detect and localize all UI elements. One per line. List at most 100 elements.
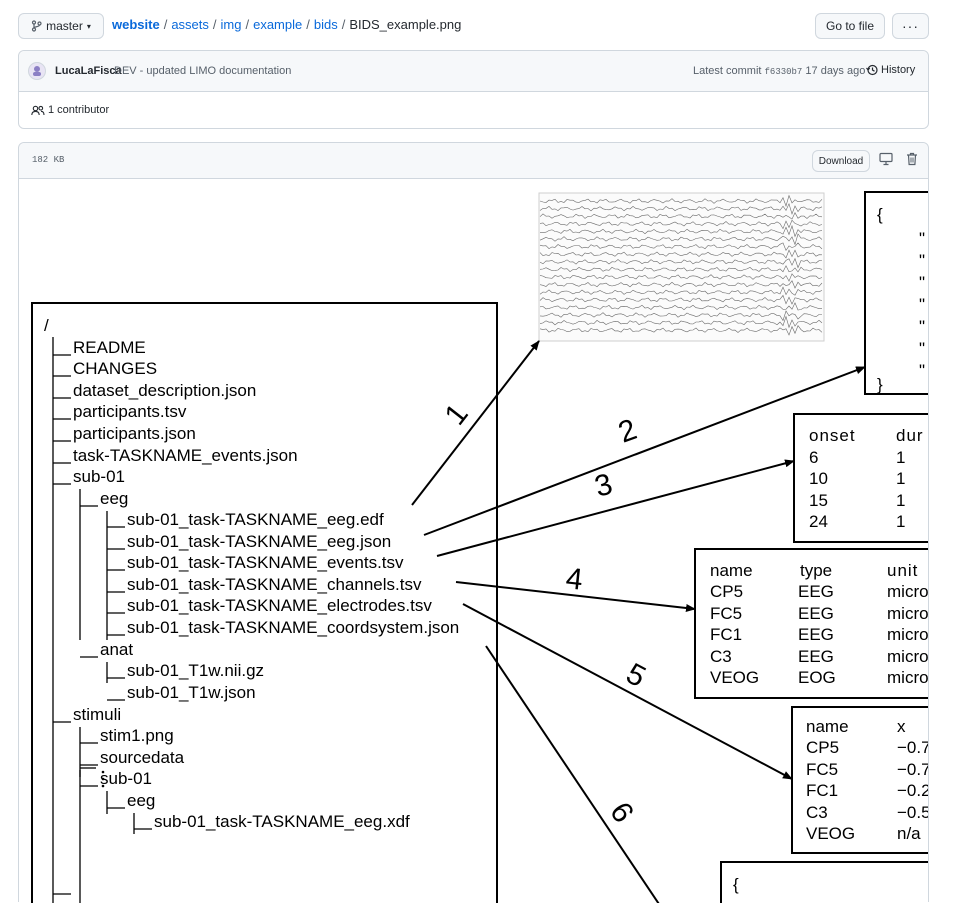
latest-commit-info: Latest commit f6330b7 17 days ago	[693, 65, 865, 77]
channels-cell: CP5	[710, 582, 743, 601]
more-options-button[interactable]: ···	[892, 13, 929, 39]
file-size: 182 KB	[32, 155, 64, 165]
breadcrumb-img-link[interactable]: img	[221, 17, 242, 32]
history-icon	[866, 64, 878, 76]
tree-item-task-events-json: task-TASKNAME_events.json	[73, 446, 298, 465]
electrodes-cell: n/a	[897, 824, 921, 843]
latest-commit-label: Latest commit	[693, 65, 761, 77]
electrodes-cell: VEOG	[806, 824, 855, 843]
events-cell: 1	[896, 512, 905, 531]
breadcrumb-root-link[interactable]: website	[112, 17, 160, 32]
breadcrumb-assets-link[interactable]: assets	[171, 17, 209, 32]
arrow-label-2: 2	[614, 413, 641, 450]
events-cell: 15	[809, 491, 828, 510]
channels-header-name: name	[710, 561, 753, 580]
arrow-label-1: 1	[439, 398, 475, 431]
json-keys: """""""	[919, 229, 925, 380]
breadcrumb-current-file: BIDS_example.png	[349, 17, 461, 32]
channels-cell: FC5	[710, 604, 742, 623]
electrodes-header-x: x	[897, 717, 906, 736]
ellipsis-dot	[102, 771, 105, 774]
download-button[interactable]: Download	[812, 150, 870, 172]
tree-item-electrodes-tsv: sub-01_task-TASKNAME_electrodes.tsv	[127, 596, 432, 615]
json-key-quote: "	[919, 361, 925, 380]
channels-cell: micro	[887, 604, 928, 623]
coordsystem-json-box	[721, 862, 928, 903]
breadcrumb-separator: /	[342, 17, 346, 32]
commit-age: 17 days ago	[805, 65, 865, 77]
tree-item-channels-tsv: sub-01_task-TASKNAME_channels.tsv	[127, 575, 422, 594]
commit-message[interactable]: DEV - updated LIMO documentation	[114, 65, 291, 77]
json-key-quote: "	[919, 339, 925, 358]
tree-item-stimuli-folder: stimuli	[73, 705, 121, 724]
arrow-label-5: 5	[621, 657, 651, 694]
events-cell: 1	[896, 448, 905, 467]
electrodes-cell: FC1	[806, 781, 838, 800]
tree-item-eeg-json: sub-01_task-TASKNAME_eeg.json	[127, 532, 391, 551]
tree-item-coordsystem-json: sub-01_task-TASKNAME_coordsystem.json	[127, 618, 459, 637]
json-key-quote: "	[919, 251, 925, 270]
tree-item-sourcedata-sub-01: sub-01	[100, 769, 152, 788]
breadcrumb-separator: /	[213, 17, 217, 32]
tree-item-eeg-edf: sub-01_task-TASKNAME_eeg.edf	[127, 510, 384, 529]
channels-cell: micro	[887, 582, 928, 601]
arrow-labels: 1 2 3 4 5 6	[439, 398, 651, 829]
breadcrumb-example-link[interactable]: example	[253, 17, 302, 32]
events-header-onset: onset	[809, 426, 856, 445]
coordsystem-open-brace: {	[733, 875, 739, 894]
contributors-label: 1 contributor	[48, 104, 109, 116]
electrodes-cell: FC5	[806, 760, 838, 779]
branch-label: master	[46, 19, 83, 33]
tree-item-eeg-folder: eeg	[100, 489, 128, 508]
tree-item-stim1-png: stim1.png	[100, 726, 174, 745]
channels-cell: VEOG	[710, 668, 759, 687]
contributors-link[interactable]: 1 contributor	[31, 104, 109, 116]
desktop-icon[interactable]	[879, 152, 893, 166]
electrodes-cell: C3	[806, 803, 828, 822]
breadcrumb-bids-link[interactable]: bids	[314, 17, 338, 32]
tree-item-participants-tsv: participants.tsv	[73, 402, 187, 421]
tree-item-sub-01: sub-01	[73, 467, 125, 486]
electrodes-cell: −0.7	[897, 760, 928, 779]
avatar-icon	[29, 63, 45, 79]
chevron-down-icon: ▾	[87, 22, 91, 31]
electrodes-cell: −0.7	[897, 738, 928, 757]
events-cell: 1	[896, 469, 905, 488]
channels-cell: C3	[710, 647, 732, 666]
channels-cell: EEG	[798, 625, 834, 644]
go-to-file-button[interactable]: Go to file	[815, 13, 885, 39]
channels-cell: EEG	[798, 647, 834, 666]
tree-item-events-tsv: sub-01_task-TASKNAME_events.tsv	[127, 553, 404, 572]
commit-author[interactable]: LucaLaFisca	[55, 65, 122, 77]
avatar[interactable]	[28, 62, 46, 80]
json-key-quote: "	[919, 273, 925, 292]
tree-item-readme: README	[73, 338, 146, 357]
file-header: 182 KB Download	[19, 143, 928, 179]
channels-cell: micro	[887, 668, 928, 687]
tree-item-changes: CHANGES	[73, 359, 157, 378]
file-viewer: 182 KB Download / README CHANGES dataset…	[18, 142, 929, 902]
branch-selector-button[interactable]: master ▾	[18, 13, 104, 39]
json-key-quote: "	[919, 317, 925, 336]
channels-cell: micro	[887, 625, 928, 644]
tree-item-anat-folder: anat	[100, 640, 133, 659]
history-link[interactable]: History	[866, 64, 915, 76]
channels-cell: micro	[887, 647, 928, 666]
arrow-label-3: 3	[591, 468, 616, 504]
git-branch-icon	[31, 20, 42, 32]
events-cell: 24	[809, 512, 828, 531]
breadcrumb-separator: /	[245, 17, 249, 32]
bids-example-image: / README CHANGES dataset_description.jso…	[19, 179, 928, 903]
trash-icon[interactable]	[906, 152, 918, 166]
ellipsis-dot	[102, 785, 105, 788]
electrodes-cell: CP5	[806, 738, 839, 757]
json-key-quote: "	[919, 295, 925, 314]
channels-header-type: type	[800, 561, 832, 580]
commit-sha[interactable]: f6330b7	[765, 67, 803, 77]
tree-item-participants-json: participants.json	[73, 424, 196, 443]
channels-cell: EEG	[798, 604, 834, 623]
commit-row: LucaLaFisca DEV - updated LIMO documenta…	[19, 51, 928, 92]
breadcrumb-separator: /	[306, 17, 310, 32]
arrow-1	[412, 341, 539, 505]
channels-cell: FC1	[710, 625, 742, 644]
